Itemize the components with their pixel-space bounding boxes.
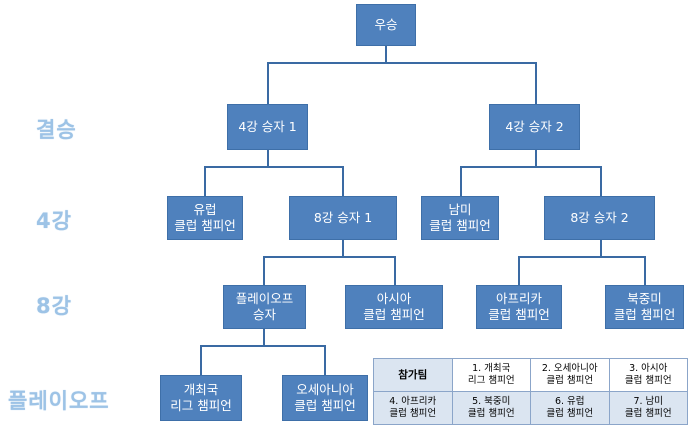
node-final-winner-1: 4강 승자 1 [227,104,308,150]
round-label-quarterfinal: 8강 [36,294,72,318]
connector-line [460,166,602,168]
connector-line [394,256,396,285]
connector-line [324,345,326,375]
connector-line [644,256,646,285]
node-qf-winner-2: 8강 승자 2 [544,196,655,240]
connector-line [342,166,344,196]
table-cell: 3. 아시아 클럽 챔피언 [608,358,688,392]
connector-line [460,166,462,196]
round-label-playoff: 플레이오프 [8,389,110,413]
table-cell: 1. 개최국 리그 챔피언 [451,358,531,392]
node-host-league: 개최국 리그 챔피언 [160,375,242,421]
node-champion: 우승 [356,4,416,46]
node-north-central-america: 북중미 클럽 챔피언 [605,285,684,329]
connector-line [200,345,202,375]
table-cell: 2. 오세아니아 클럽 챔피언 [530,358,610,392]
connector-line [518,256,646,258]
connector-line [267,150,269,167]
connector-line [518,256,520,285]
round-label-semifinal: 4강 [36,209,72,233]
node-europe: 유럽 클럽 챔피언 [167,196,243,240]
connector-line [263,256,265,285]
connector-line [342,240,344,257]
node-playoff-winner: 플레이오프 승자 [223,285,306,329]
table-row: 4. 아프리카 클럽 챔피언 5. 북중미 클럽 챔피언 6. 유럽 클럽 챔피… [373,391,688,425]
table-header-cell: 참가팀 [373,358,453,392]
connector-line [263,329,265,346]
table-cell: 7. 남미 클럽 챔피언 [608,391,688,425]
connector-line [535,62,537,104]
connector-line [263,256,396,258]
node-africa: 아프리카 클럽 챔피언 [476,285,562,329]
node-south-america: 남미 클럽 챔피언 [421,196,499,240]
round-label-final: 결승 [36,118,77,142]
table-row: 참가팀 1. 개최국 리그 챔피언 2. 오세아니아 클럽 챔피언 3. 아시아… [373,358,688,392]
node-qf-winner-1: 8강 승자 1 [289,196,397,240]
connector-line [600,240,602,257]
connector-line [204,166,344,168]
connector-line [600,166,602,196]
table-cell: 6. 유럽 클럽 챔피언 [530,391,610,425]
connector-line [200,345,326,347]
table-cell: 5. 북중미 클럽 챔피언 [451,391,531,425]
connector-line [204,166,206,196]
connector-line [535,150,537,167]
node-asia: 아시아 클럽 챔피언 [345,285,443,329]
teams-table: 참가팀 1. 개최국 리그 챔피언 2. 오세아니아 클럽 챔피언 3. 아시아… [373,358,688,425]
connector-line [267,62,537,64]
node-final-winner-2: 4강 승자 2 [489,104,580,150]
table-cell: 4. 아프리카 클럽 챔피언 [373,391,453,425]
connector-line [385,46,387,63]
node-oceania: 오세아니아 클럽 챔피언 [282,375,368,421]
connector-line [267,62,269,104]
